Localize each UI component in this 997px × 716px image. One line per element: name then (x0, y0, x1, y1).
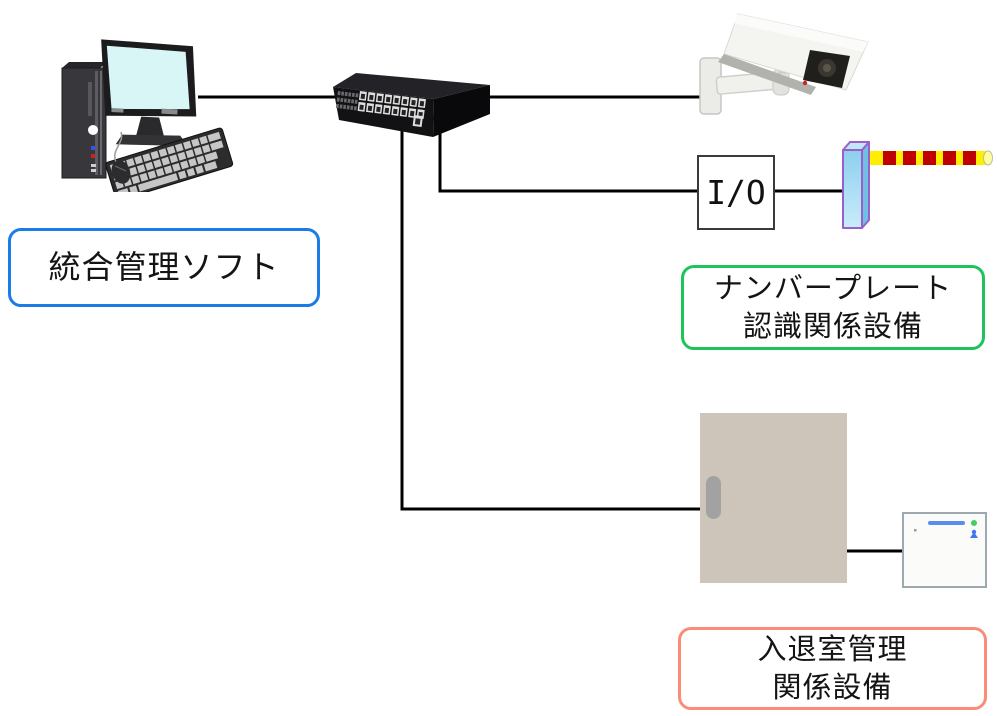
switch-uplink-port (412, 115, 423, 128)
label-management-software: 統合管理ソフト (8, 228, 320, 307)
card-reader-illustration (902, 512, 987, 588)
barrier-arm (862, 150, 993, 166)
connection-switch-io-box (438, 130, 698, 193)
label-plate-line2: 認識関係設備 (742, 308, 923, 343)
switch-vents (335, 91, 359, 111)
card-reader-face (914, 520, 978, 538)
label-entry-management: 入退室管理 関係設備 (678, 627, 987, 710)
connection-switch-door (400, 126, 701, 511)
label-entry-line2: 関係設備 (772, 669, 893, 704)
io-box-label: I/O (706, 173, 766, 212)
security-camera-illustration (699, 13, 869, 115)
label-plate-line1: ナンバープレート (713, 270, 953, 305)
door-handle (706, 476, 721, 519)
management-pc-illustration (61, 39, 234, 192)
network-switch-illustration (333, 73, 490, 137)
access-door-illustration (700, 413, 847, 583)
io-box: I/O (697, 155, 775, 230)
label-entry-line1: 入退室管理 (757, 631, 908, 666)
pc-monitor (101, 39, 197, 147)
label-plate-recognition: ナンバープレート 認識関係設備 (681, 265, 985, 350)
camera-body (718, 13, 869, 95)
barrier-post (842, 141, 870, 229)
pc-mouse (111, 131, 131, 184)
gate-barrier-illustration (842, 141, 993, 229)
label-management-text: 統合管理ソフト (48, 247, 280, 286)
pc-tower (61, 62, 107, 179)
